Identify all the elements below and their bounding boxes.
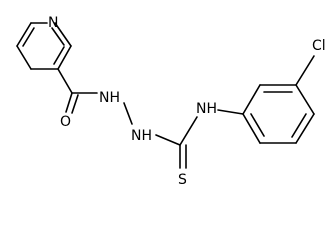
double-bond-inner [53,46,65,65]
bond [57,45,72,70]
bond [295,84,315,115]
carbonyl-o-label: O [60,114,71,130]
pyridine-n-label: N [48,15,58,31]
bond [242,84,261,115]
double-bond-inner [250,113,265,137]
bond [242,113,261,144]
bond [155,134,181,146]
double-bond-inner [291,113,307,138]
chemical-structure: N O NH NH NH S Cl [16,15,326,188]
bond [57,68,73,94]
bond [16,22,32,47]
chloro-label: Cl [312,38,326,54]
pyridine-ring [16,22,72,70]
bond [295,55,315,86]
hydrazide-nh-lower-label: NH [131,128,152,144]
carbonyl-double-bond [71,94,79,114]
carbonyl-double-bond [65,92,73,113]
bond [123,102,133,125]
chlorophenyl-ring [242,84,315,144]
bond [295,113,315,144]
double-bond-inner [22,27,35,47]
bond [16,45,32,70]
hydrazide-nh-upper-label: NH [99,90,120,106]
double-bond-inner [51,27,65,46]
thioamide-nh-label: NH [196,101,217,117]
bond [217,109,244,115]
bond [54,22,72,47]
thione-s-label: S [178,172,187,188]
bond [179,116,198,146]
